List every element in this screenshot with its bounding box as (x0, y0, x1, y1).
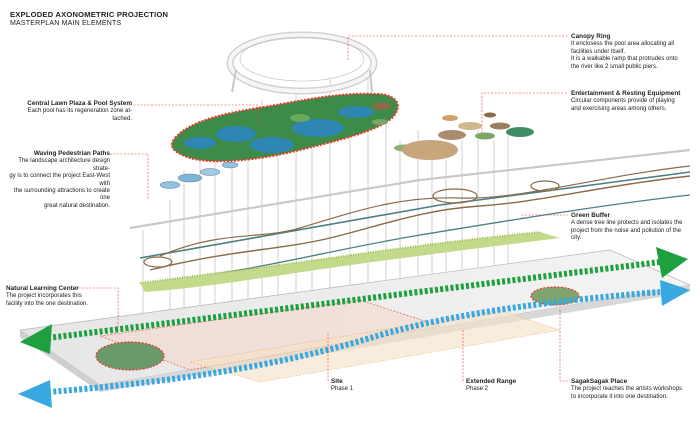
base-slab (19, 249, 692, 392)
label-site: Site Phase 1 (331, 378, 391, 394)
page-title: EXPLODED AXONOMETRIC PROJECTION (10, 10, 169, 19)
label-canopy-ring-text: It enclosess the pool area allocating al… (571, 41, 678, 70)
label-sagak-place-heading: SagakSagak Place (571, 378, 628, 385)
label-entertainment-text: Circular components provide of playing a… (571, 98, 675, 112)
label-entertainment: Entertainment & Resting Equipment Circul… (571, 90, 696, 113)
entertainment-discs (372, 112, 534, 160)
small-pools (159, 161, 239, 189)
label-canopy-ring-heading: Canopy Ring (571, 33, 611, 40)
label-green-buffer-heading: Green Buffer (571, 212, 611, 219)
label-sagak-place: SagakSagak Place The project reaches the… (571, 378, 696, 401)
label-learning-center-heading: Natural Learning Center (6, 285, 79, 292)
label-site-heading: Site (331, 378, 343, 385)
waving-paths (129, 148, 691, 281)
label-extended-range-heading: Extended Range (466, 378, 517, 385)
green-arrow (20, 247, 688, 354)
page-subtitle: MASTERPLAN MAIN ELEMENTS (10, 20, 122, 27)
leader-lines (75, 35, 568, 382)
blue-arrow (18, 280, 690, 408)
label-site-text: Phase 1 (331, 386, 354, 393)
label-extended-range-text: Phase 2 (466, 386, 489, 393)
label-extended-range: Extended Range Phase 2 (466, 378, 536, 394)
canopy-ring (226, 31, 378, 95)
green-buffer (139, 231, 560, 292)
label-canopy-ring: Canopy Ring It enclosess the pool area a… (571, 33, 696, 71)
label-waving-paths-heading: Waving Pedestrian Paths (33, 150, 110, 157)
label-green-buffer-text: A dense tree line protects and isolates … (571, 220, 683, 242)
label-sagak-place-text: The project reaches the artists workshop… (571, 386, 683, 400)
label-waving-paths: Waving Pedestrian Paths The landscape ar… (6, 150, 110, 210)
label-waving-paths-text: The landscape architecture design strate… (9, 158, 110, 209)
label-central-lawn-text: Each pool has its regeneration zone at- … (27, 108, 132, 122)
label-central-lawn: Central Lawn Plaza & Pool System Each po… (12, 100, 132, 123)
central-lawn-plaza (170, 92, 399, 163)
label-learning-center: Natural Learning Center The project inco… (6, 285, 106, 308)
label-green-buffer: Green Buffer A dense tree line protects … (571, 212, 696, 243)
label-entertainment-heading: Entertainment & Resting Equipment (571, 90, 681, 97)
label-central-lawn-heading: Central Lawn Plaza & Pool System (27, 100, 132, 107)
label-learning-center-text: The project incorporates this facility i… (6, 293, 89, 307)
